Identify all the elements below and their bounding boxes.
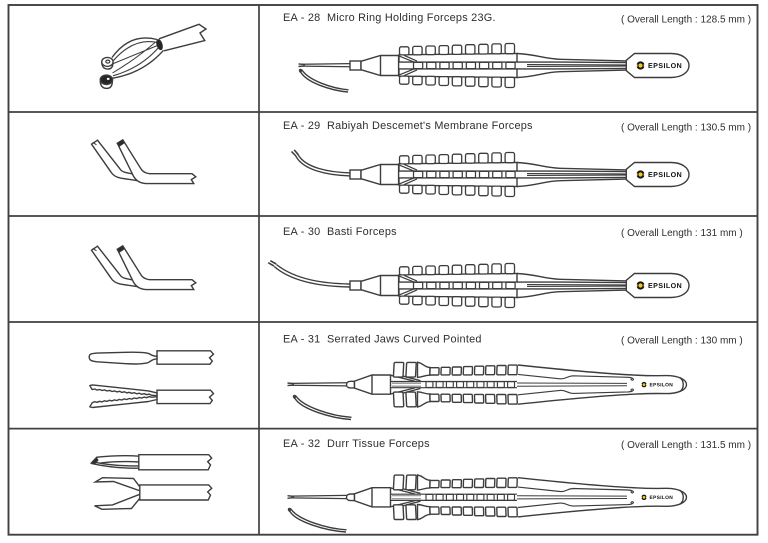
svg-text:( Overall Length : 130.5 mm ): ( Overall Length : 130.5 mm ) — [621, 122, 751, 133]
svg-text:EA - 29 Rabiyah Descemet's Me: EA - 29 Rabiyah Descemet's Membrane Forc… — [283, 120, 533, 132]
svg-text:( Overall Length : 128.5 mm ): ( Overall Length : 128.5 mm ) — [621, 14, 751, 25]
svg-text:( Overall Length : 131 mm ): ( Overall Length : 131 mm ) — [621, 228, 743, 239]
svg-text:EA - 30 Basti Forceps: EA - 30 Basti Forceps — [283, 226, 397, 238]
svg-text:( Overall Length : 130 mm ): ( Overall Length : 130 mm ) — [621, 336, 743, 347]
svg-text:EA - 31 Serrated Jaws Curved: EA - 31 Serrated Jaws Curved Pointed — [283, 333, 482, 345]
svg-text:EA - 28 Micro Ring Holding Fo: EA - 28 Micro Ring Holding Forceps 23G. — [283, 12, 496, 24]
svg-text:EA - 32 Durr Tissue Forceps: EA - 32 Durr Tissue Forceps — [283, 438, 430, 450]
svg-text:( Overall Length : 131.5 mm ): ( Overall Length : 131.5 mm ) — [621, 440, 751, 451]
